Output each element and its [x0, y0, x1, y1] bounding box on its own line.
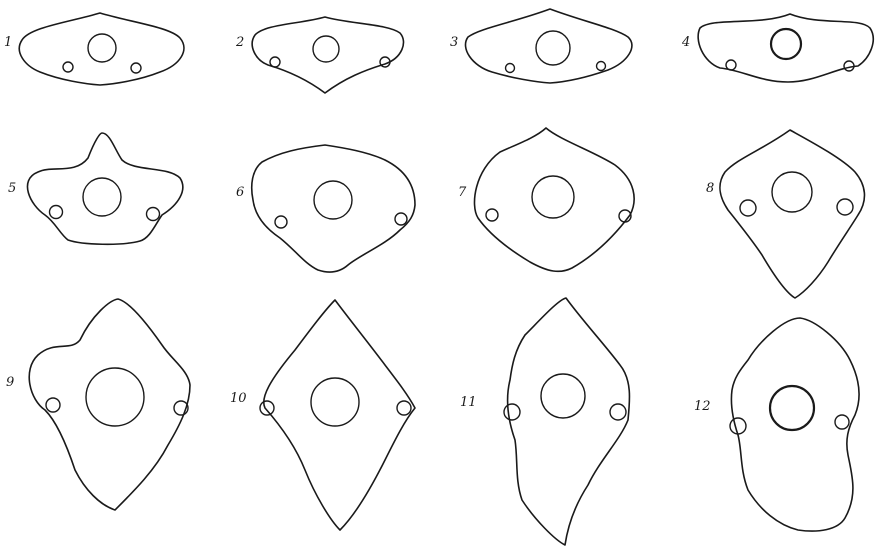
label-8: 8 [706, 182, 714, 195]
label-9: 9 [6, 376, 14, 389]
shape-11 [504, 298, 630, 545]
label-4: 4 [682, 36, 690, 49]
shape-9 [29, 299, 190, 510]
label-10: 10 [230, 392, 247, 405]
label-11: 11 [460, 396, 477, 409]
shape-12 [730, 318, 859, 531]
shape-6 [252, 145, 415, 272]
shape-2 [252, 17, 403, 93]
label-1: 1 [4, 36, 12, 49]
label-5: 5 [8, 182, 16, 195]
shape-7 [474, 128, 634, 271]
shape-8 [720, 130, 865, 298]
shape-1 [19, 13, 184, 85]
shape-5 [27, 133, 182, 244]
shape-10 [260, 300, 415, 530]
label-7: 7 [458, 186, 466, 199]
shape-3 [465, 9, 631, 83]
label-2: 2 [236, 36, 244, 49]
shape-4 [698, 14, 873, 82]
label-3: 3 [450, 36, 458, 49]
label-6: 6 [236, 186, 244, 199]
label-12: 12 [694, 400, 711, 413]
